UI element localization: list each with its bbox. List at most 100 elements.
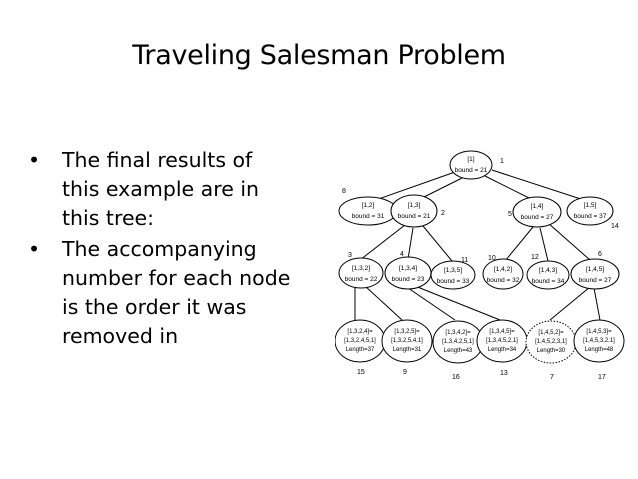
leaf-tour: [1,3,4,5,2,1] bbox=[486, 338, 518, 344]
node-bound: bound = 27 bbox=[521, 214, 554, 221]
leaf-length: Length=48 bbox=[585, 347, 614, 353]
tree-edge bbox=[491, 169, 591, 203]
removal-order: 11 bbox=[461, 257, 468, 264]
tree-leaf: [1,3,4,2]= [1,3,4,2,5,1] Length=43 bbox=[432, 320, 484, 364]
node-bound: bound = 33 bbox=[437, 278, 470, 285]
node-ellipse bbox=[566, 196, 614, 226]
bullet-line: number for each node bbox=[62, 266, 291, 290]
leaf-path: [1,4,5,2]= bbox=[538, 330, 564, 336]
removal-order: 12 bbox=[531, 254, 539, 261]
tree-edges bbox=[354, 169, 601, 321]
tree-edge bbox=[417, 177, 463, 201]
tree-leaf: [1,3,4,5]= [1,3,4,5,2,1] Length=34 bbox=[476, 319, 528, 363]
leaf-length: Length=30 bbox=[537, 348, 566, 354]
node-path: [1,3,2] bbox=[352, 265, 370, 272]
tree-edge bbox=[593, 287, 601, 321]
node-bound: bound = 22 bbox=[345, 276, 378, 283]
tree-node: [1,4,3] bound = 34 bbox=[526, 260, 570, 290]
removal-order: 5 bbox=[508, 211, 512, 218]
removal-order: 13 bbox=[500, 370, 508, 377]
node-bound: bound = 21 bbox=[455, 167, 488, 174]
bullet-line: this tree: bbox=[62, 206, 155, 230]
removal-order: 4 bbox=[400, 251, 404, 258]
tree-node: [1,3] bound = 21 bbox=[390, 194, 438, 228]
node-path: [1,4,5] bbox=[586, 266, 604, 273]
tree-node: [1,3,5] bound = 33 bbox=[430, 260, 476, 290]
tree-node: [1,5] bound = 37 bbox=[566, 196, 614, 226]
removal-order: 1 bbox=[500, 158, 504, 165]
bullet-line: removed in bbox=[62, 324, 179, 348]
tree-edge bbox=[504, 226, 534, 262]
tree-edge bbox=[407, 287, 456, 321]
leaf-length: Length=34 bbox=[488, 347, 517, 353]
node-ellipse bbox=[570, 258, 620, 290]
node-ellipse bbox=[390, 194, 438, 228]
removal-order: 15 bbox=[357, 369, 365, 376]
tree-edge bbox=[414, 285, 501, 321]
node-bound: bound = 37 bbox=[574, 213, 607, 220]
tree-leaf: [1,4,5,2]= [1,4,5,2,3,1] Length=30 bbox=[525, 320, 577, 364]
tree-node: [1] bound = 21 bbox=[449, 150, 493, 180]
leaf-path: [1,4,5,3]= bbox=[586, 329, 612, 335]
bullet-list: • The final results of this example are … bbox=[28, 146, 328, 353]
tree-node: [1,4] bound = 27 bbox=[512, 196, 562, 228]
leaf-length: Length=43 bbox=[444, 348, 473, 354]
node-ellipse bbox=[482, 258, 524, 290]
node-bound: bound = 27 bbox=[579, 277, 612, 284]
bullet-line: The accompanying bbox=[62, 237, 257, 261]
removal-order: 16 bbox=[452, 374, 460, 381]
removal-order: 6 bbox=[598, 251, 602, 258]
removal-order: 9 bbox=[403, 369, 407, 376]
node-path: [1,3,5] bbox=[444, 267, 462, 274]
node-bound: bound = 23 bbox=[392, 276, 425, 283]
tree-edge bbox=[547, 222, 591, 261]
node-ellipse bbox=[338, 257, 384, 289]
node-bound: bound = 32 bbox=[487, 277, 520, 284]
node-ellipse bbox=[512, 196, 562, 228]
node-ellipse bbox=[384, 256, 432, 290]
leaf-tour: [1,3,4,2,5,1] bbox=[442, 339, 474, 345]
tree-edge bbox=[369, 171, 456, 203]
tree-node: [1,3,2] bound = 22 bbox=[338, 257, 384, 289]
removal-order: 10 bbox=[488, 255, 496, 262]
removal-order: 2 bbox=[441, 210, 445, 217]
tree-edge bbox=[539, 227, 549, 262]
leaf-tour: [1,3,2,4,5,1] bbox=[344, 338, 376, 344]
tree-node: [1,4,2] bound = 32 bbox=[482, 258, 524, 290]
tree-edge bbox=[364, 285, 403, 321]
node-ellipse bbox=[526, 260, 570, 290]
tree-node: [1,2] bound = 31 bbox=[338, 196, 398, 226]
bullet-line: this example are in bbox=[62, 177, 260, 201]
tree-edge bbox=[407, 227, 414, 260]
leaf-path: [1,3,2,4]= bbox=[347, 329, 373, 335]
node-path: [1,5] bbox=[584, 202, 597, 209]
node-path: [1,3] bbox=[408, 202, 421, 209]
bullet-item: • The final results of this example are … bbox=[28, 146, 328, 233]
removal-order: 7 bbox=[550, 374, 554, 381]
removal-order: 17 bbox=[598, 374, 606, 381]
bullet-line: The final results of bbox=[62, 148, 253, 172]
leaf-path: [1,3,4,2]= bbox=[445, 330, 471, 336]
tree-edge bbox=[549, 286, 591, 321]
bullet-line: is the order it was bbox=[62, 295, 247, 319]
node-path: [1,3,4] bbox=[399, 265, 417, 272]
tree-leaf: [1,4,5,3]= [1,4,5,3,2,1] Length=48 bbox=[573, 319, 625, 363]
bullet-item: • The accompanying number for each node … bbox=[28, 235, 328, 351]
leaf-path: [1,3,2,5]= bbox=[394, 329, 420, 335]
tree-edge bbox=[484, 175, 534, 201]
leaf-tour: [1,4,5,3,2,1] bbox=[583, 338, 615, 344]
node-path: [1] bbox=[467, 156, 474, 163]
leaf-tour: [1,3,2,5,4,1] bbox=[391, 338, 423, 344]
node-ellipse bbox=[449, 150, 493, 180]
tree-edge bbox=[422, 225, 453, 262]
leaf-path: [1,3,4,5]= bbox=[489, 329, 515, 335]
tree-node: [1,3,4] bound = 23 bbox=[384, 256, 432, 290]
removal-order: 3 bbox=[348, 252, 352, 259]
state-space-tree: [1] bound = 21 1 [1,2] bound = 31 8 [1,3… bbox=[335, 150, 625, 381]
leaf-length: Length=37 bbox=[346, 347, 375, 353]
bullet-marker: • bbox=[28, 148, 41, 172]
tree-leaf: [1,3,2,4]= [1,3,2,4,5,1] Length=37 bbox=[335, 319, 386, 363]
tree-leaf: [1,3,2,5]= [1,3,2,5,4,1] Length=31 bbox=[381, 319, 433, 363]
leaf-length: Length=31 bbox=[393, 347, 422, 353]
tree-edge bbox=[359, 224, 406, 261]
